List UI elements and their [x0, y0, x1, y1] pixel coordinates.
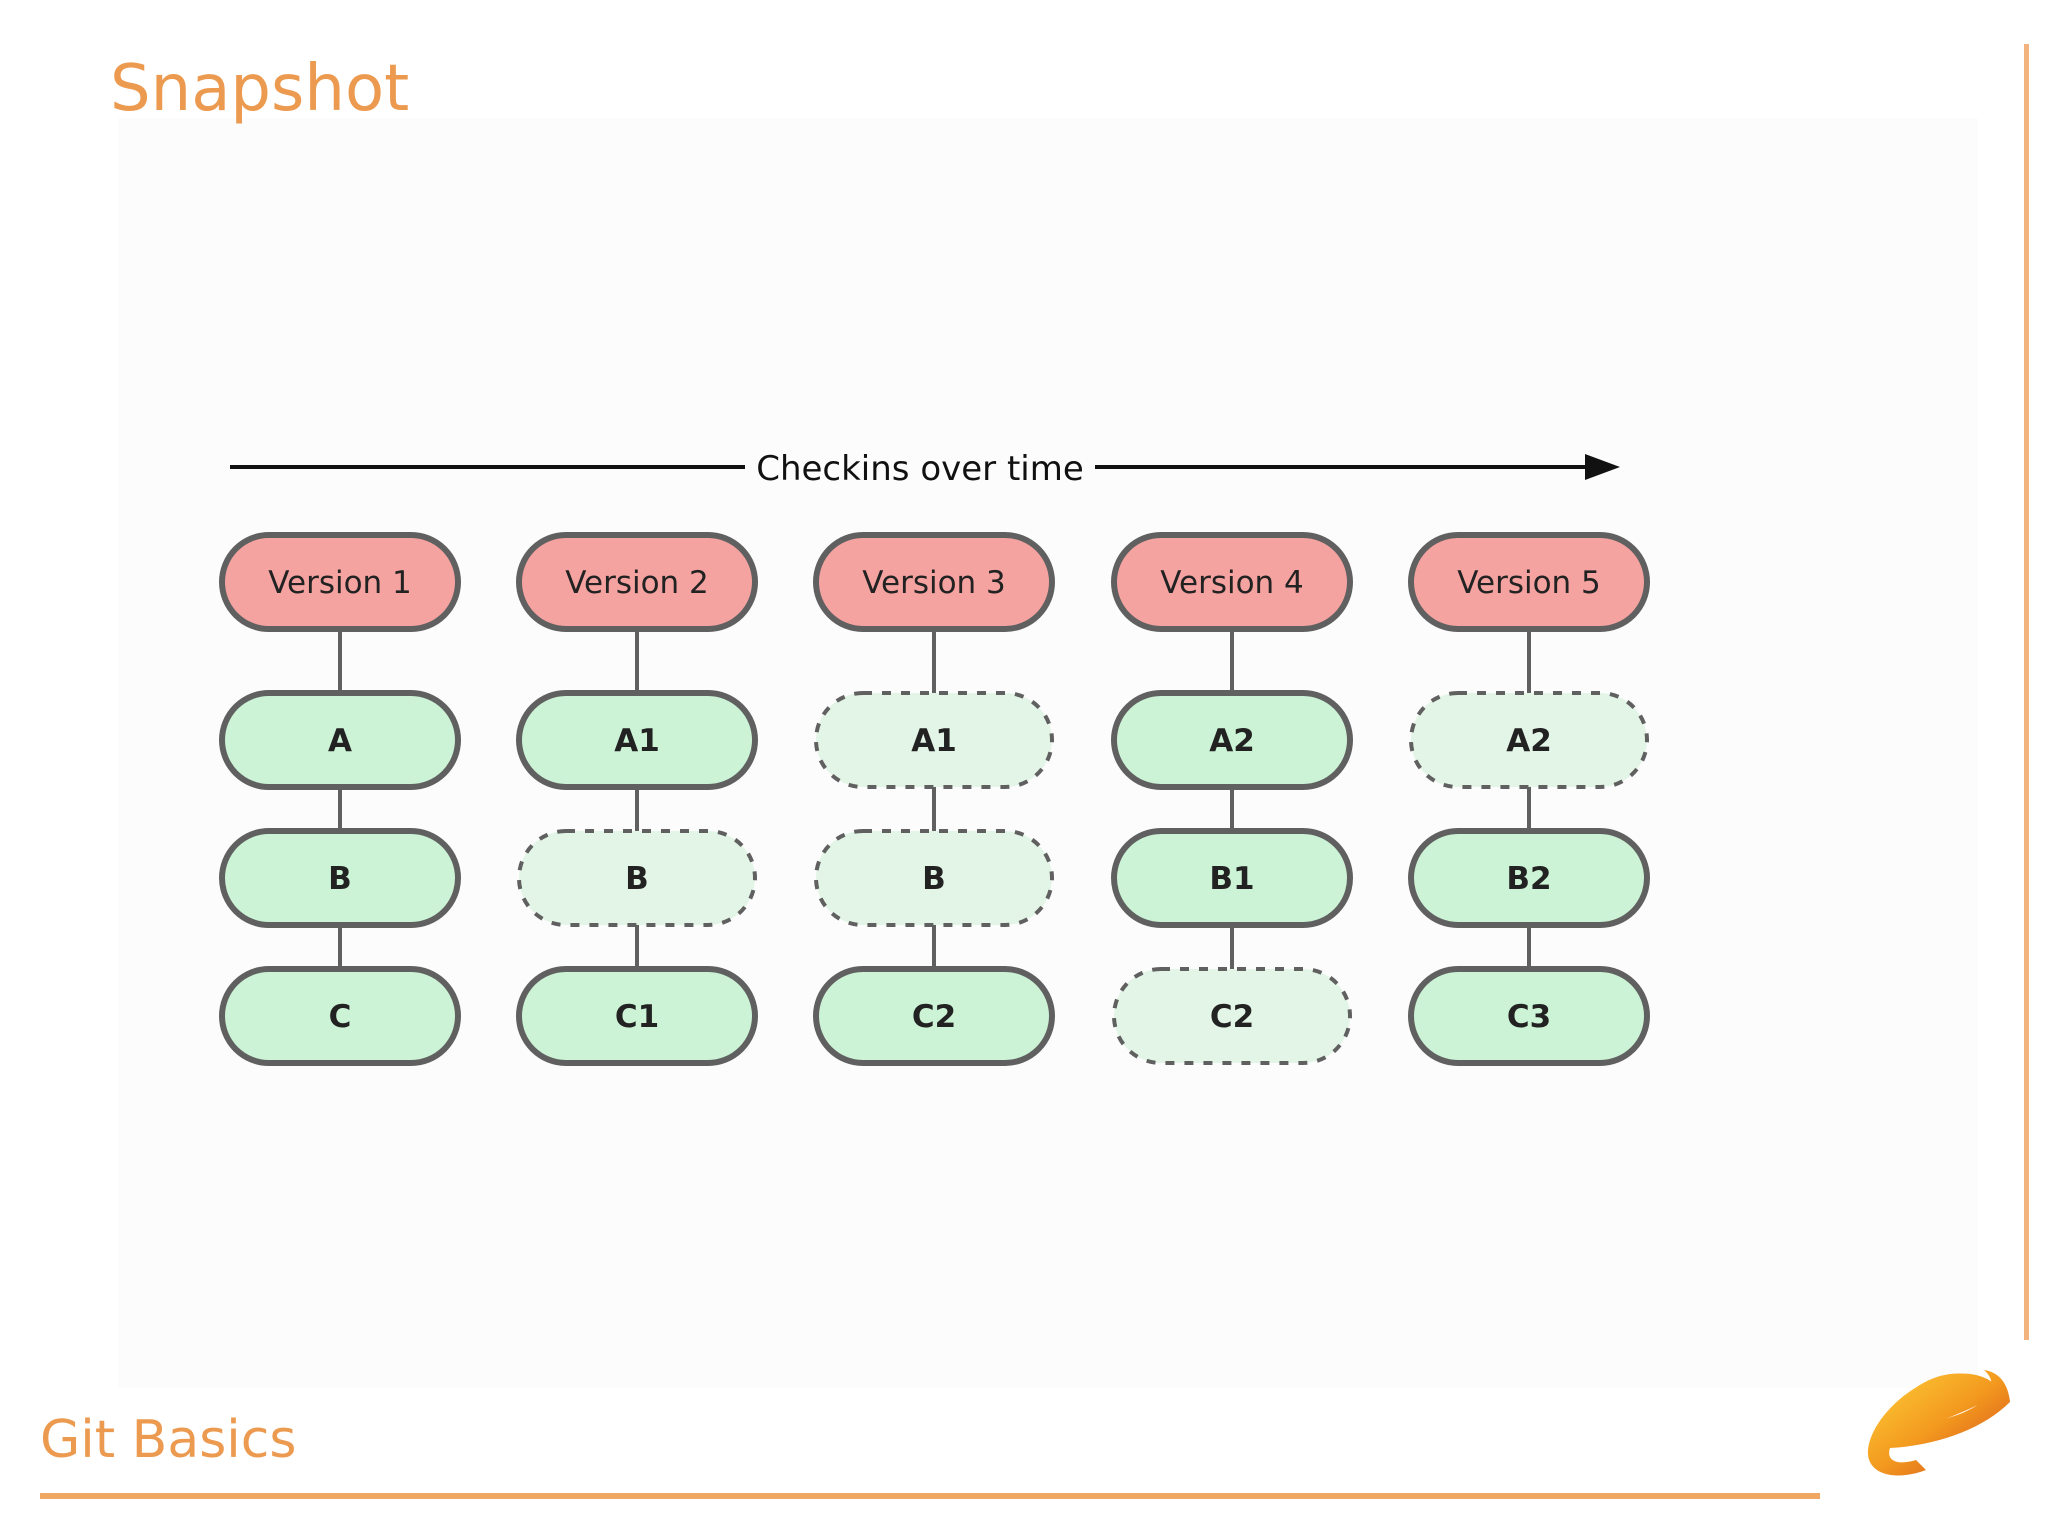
- file-label: A1: [614, 723, 660, 759]
- file-node: [219, 966, 461, 1066]
- file-label: B: [328, 861, 352, 897]
- version-column: Version 2 A1B C1: [516, 532, 758, 1066]
- slide-title: Snapshot: [110, 52, 410, 126]
- version-node: [516, 532, 758, 632]
- file-node-unchanged: [814, 829, 1054, 927]
- file-label: C: [329, 999, 352, 1035]
- file-label: B: [625, 861, 649, 897]
- version-column: Version 1 A B C: [219, 532, 461, 1066]
- right-divider: [2024, 44, 2029, 1340]
- file-node: [1408, 966, 1650, 1066]
- file-node: [219, 828, 461, 928]
- version-node: [1408, 532, 1650, 632]
- bottom-divider: [40, 1493, 1820, 1499]
- version-columns: Version 1 A B C Version 2 A1B C1 Version 3 A1B C2…: [219, 532, 1650, 1066]
- file-label: A: [328, 723, 352, 759]
- file-label: B1: [1209, 861, 1254, 897]
- file-node-unchanged: [517, 829, 757, 927]
- file-label: C3: [1507, 999, 1551, 1035]
- file-node-unchanged: [814, 691, 1054, 789]
- timeline-label: Checkins over time: [756, 449, 1084, 489]
- file-node: [1111, 690, 1353, 790]
- file-label: C2: [912, 999, 956, 1035]
- file-node: [1408, 828, 1650, 928]
- timeline-arrowhead: [1585, 454, 1620, 480]
- file-node: [516, 690, 758, 790]
- version-node: [813, 532, 1055, 632]
- file-node-unchanged: [1112, 967, 1352, 1065]
- file-label: B: [922, 861, 946, 897]
- file-label: B2: [1506, 861, 1551, 897]
- version-label: Version 4: [1160, 565, 1304, 601]
- file-label: A2: [1506, 723, 1552, 759]
- footer-title: Git Basics: [40, 1410, 297, 1470]
- file-label: A1: [911, 723, 957, 759]
- file-node: [219, 690, 461, 790]
- file-node: [516, 966, 758, 1066]
- version-node: [1111, 532, 1353, 632]
- version-column: Version 3 A1B C2: [813, 532, 1055, 1066]
- file-node-unchanged: [1409, 691, 1649, 789]
- file-node: [1111, 828, 1353, 928]
- file-label: C1: [615, 999, 659, 1035]
- version-label: Version 1: [268, 565, 412, 601]
- file-label: A2: [1209, 723, 1255, 759]
- version-label: Version 3: [862, 565, 1006, 601]
- file-label: C2: [1210, 999, 1254, 1035]
- version-node: [219, 532, 461, 632]
- file-node: [813, 966, 1055, 1066]
- version-label: Version 2: [565, 565, 709, 601]
- e-logo-icon: [1867, 1370, 2010, 1476]
- version-label: Version 5: [1457, 565, 1601, 601]
